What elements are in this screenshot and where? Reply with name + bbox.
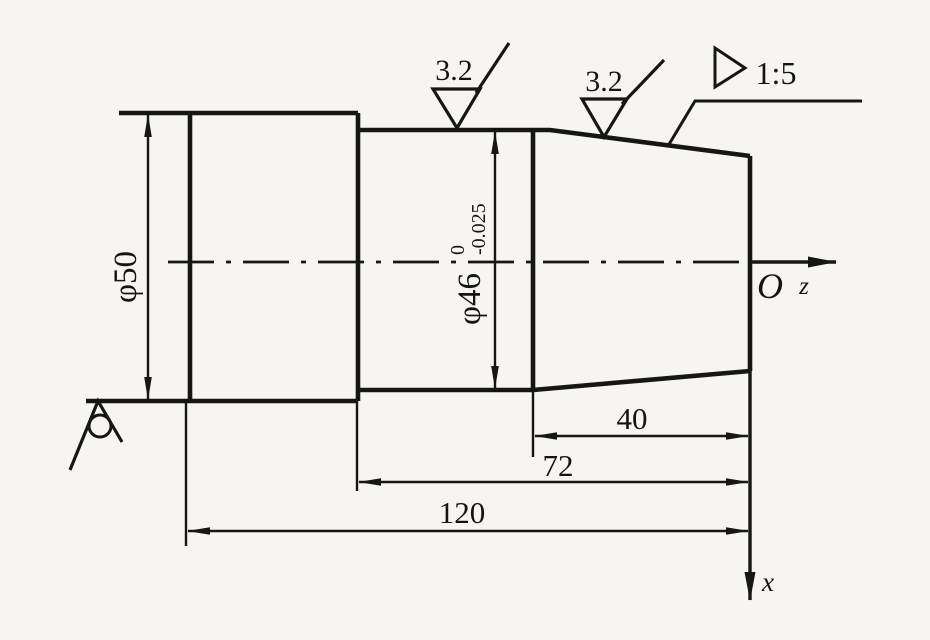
dim-phi46-lower-tolerance: -0.025 xyxy=(468,203,490,255)
taper-symbol-icon xyxy=(713,45,748,90)
dim-72-label: 72 xyxy=(543,448,574,483)
roughness-taper-icon xyxy=(579,58,666,141)
dim-phi50-label: φ50 xyxy=(108,251,144,303)
dim-40: 40 xyxy=(531,391,749,457)
dim-phi46-upper-tolerance: 0 xyxy=(447,245,469,255)
no-machining-icon xyxy=(68,397,124,471)
z-axis-label: z xyxy=(798,273,809,300)
dim-72: 72 xyxy=(355,401,749,491)
dim-phi50: φ50 xyxy=(108,114,152,400)
roughness-mid-value: 3.2 xyxy=(435,54,473,87)
dim-120-label: 120 xyxy=(439,495,486,530)
roughness-taper-value: 3.2 xyxy=(585,65,623,98)
taper-leader-line xyxy=(666,99,862,147)
dim-40-label: 40 xyxy=(617,401,648,436)
roughness-mid-icon xyxy=(430,42,511,132)
dim-120: 120 xyxy=(184,401,749,546)
part-outline xyxy=(86,110,753,404)
dim-phi46: φ46 0 -0.025 xyxy=(447,131,499,389)
taper-ratio-label: 1:5 xyxy=(756,55,797,91)
dim-phi46-label: φ46 xyxy=(452,273,488,325)
origin-label: O xyxy=(757,266,783,306)
x-axis-label: x xyxy=(761,567,774,597)
